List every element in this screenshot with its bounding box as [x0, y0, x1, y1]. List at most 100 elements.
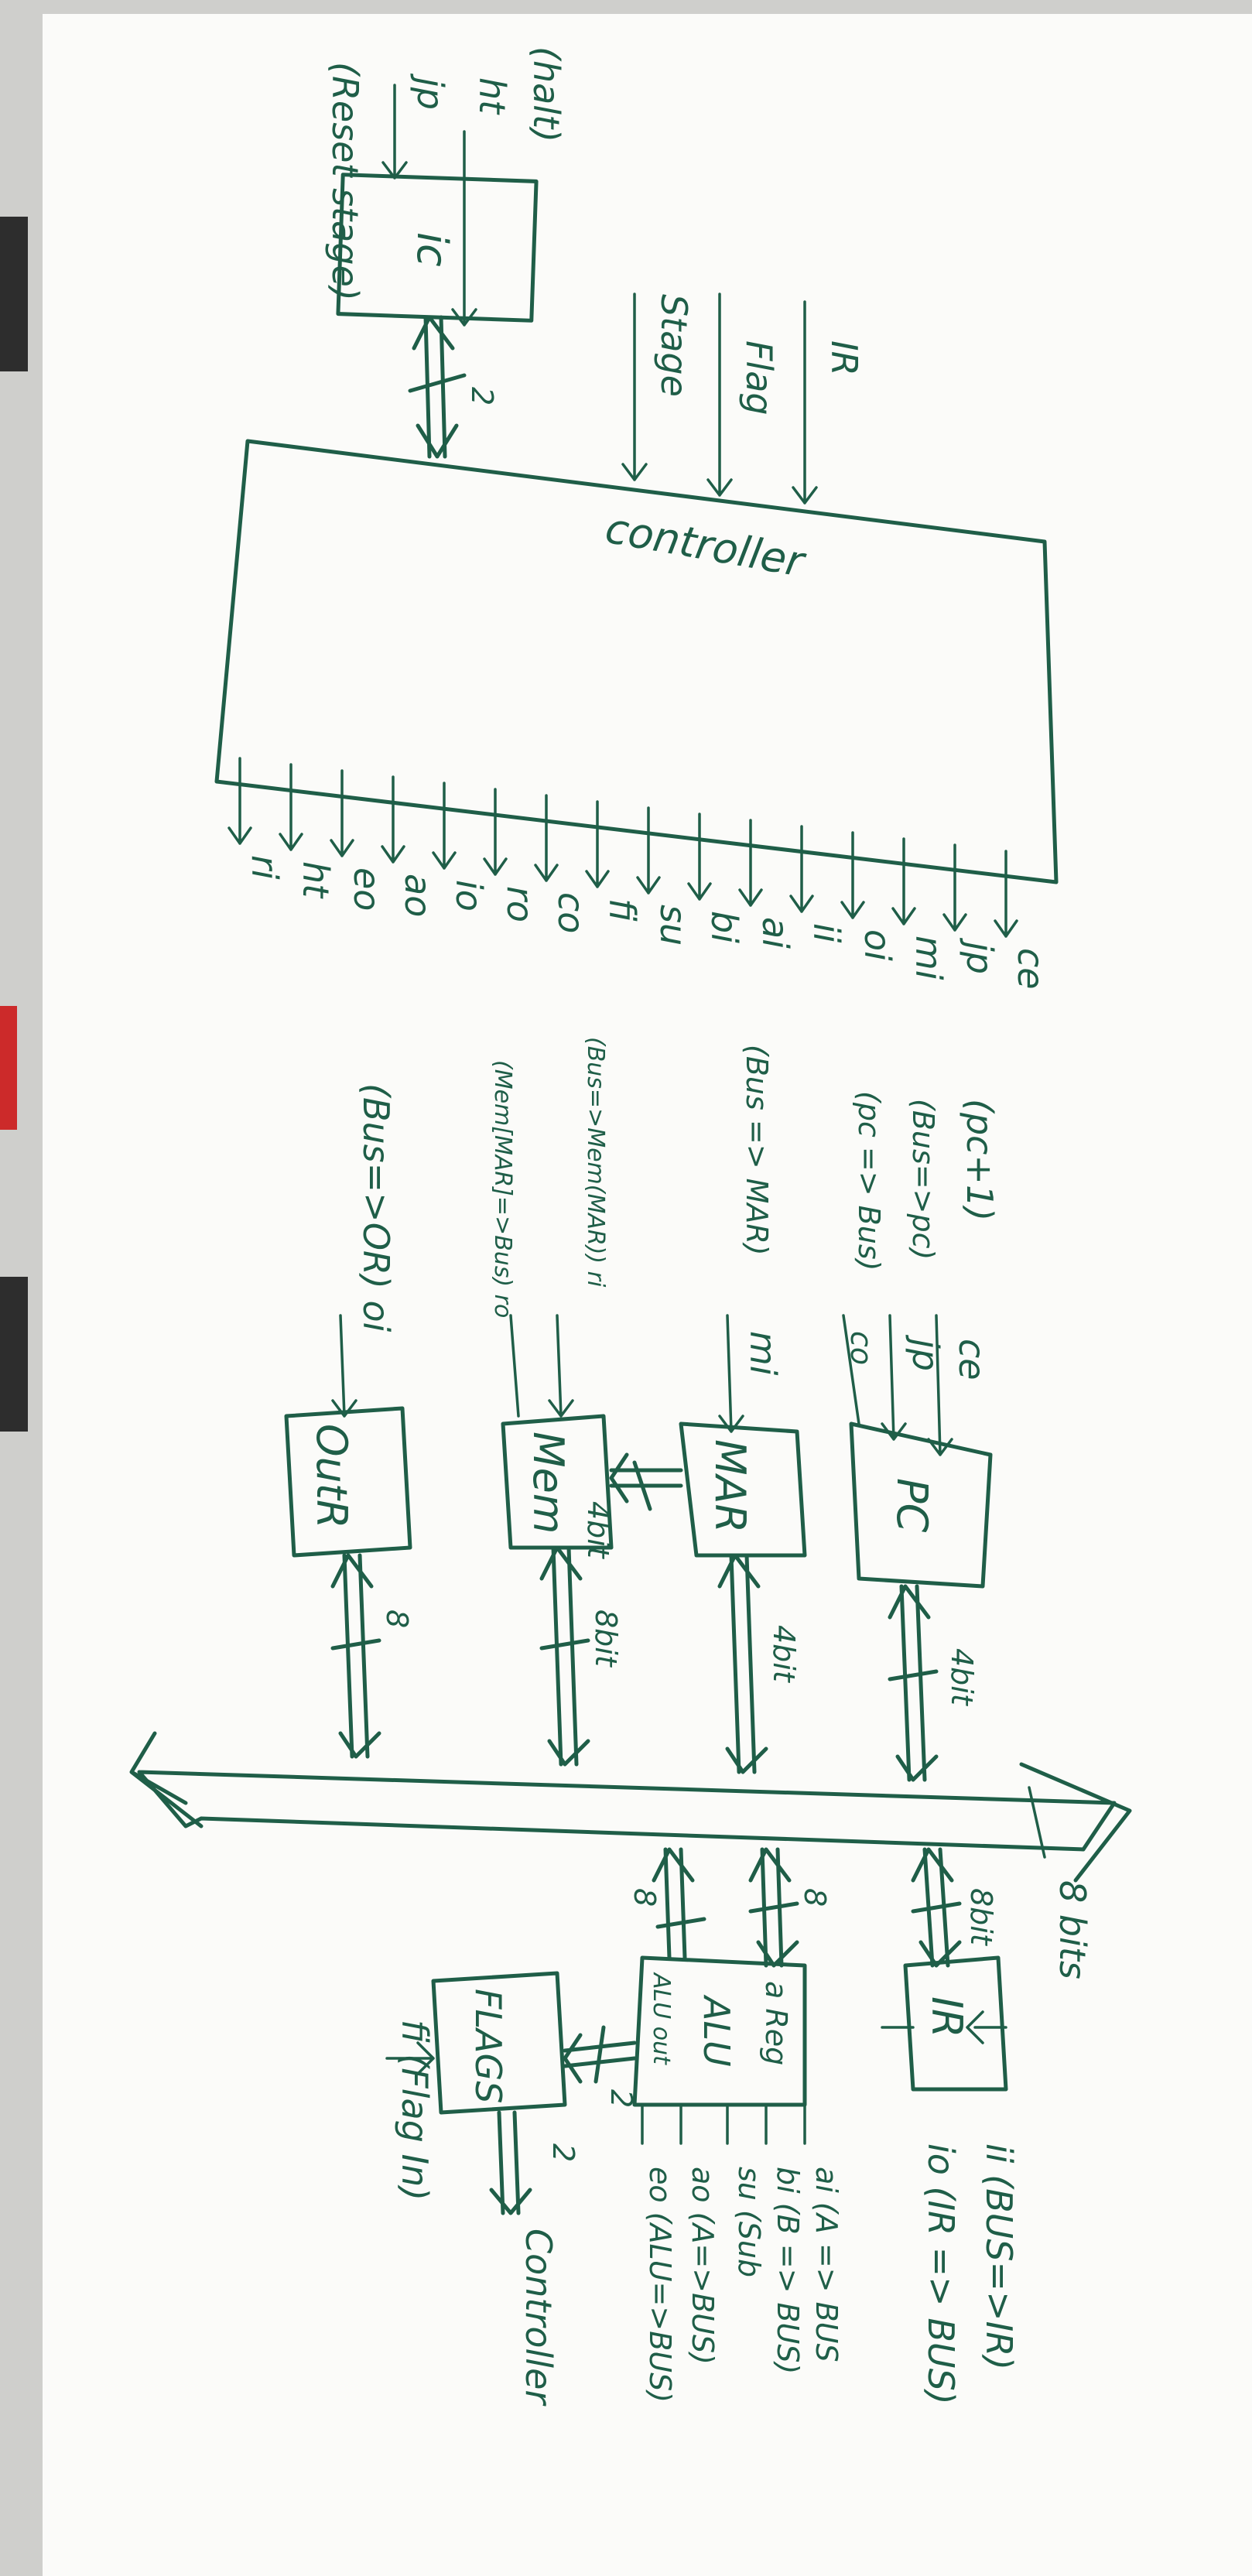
control-output-ht: ht — [295, 861, 337, 899]
annotations: (pc+1) (Bus=>pc) (pc => Bus) (Bus => MAR… — [355, 1037, 1020, 2405]
outr-bus-link — [330, 1553, 381, 1759]
ir-control-arrows — [881, 2010, 1007, 2044]
alu-control-ao: ao (A=>BUS) — [686, 2167, 720, 2365]
pc-input-ce-label: ce — [951, 1339, 993, 1380]
alu-top-label: a Reg — [759, 1981, 793, 2065]
ic-input-ht: ht — [471, 77, 513, 115]
pc-bus-width: 4bit — [945, 1648, 979, 1707]
bus-width-tick — [1028, 1786, 1046, 1859]
outr-bus-width: 8 — [380, 1610, 414, 1628]
control-output-su-arrow — [636, 806, 661, 895]
mar-label: MAR — [706, 1439, 754, 1533]
mar-bus-link — [717, 1553, 768, 1774]
annotation-bus-to-mem: (Bus=>Mem(MAR)) ri — [582, 1037, 609, 1288]
control-output-ai: ai — [754, 917, 796, 949]
ir-label: IR — [922, 1996, 971, 2037]
ir-control-io: io (IR => BUS) — [920, 2143, 962, 2405]
flags-block — [431, 1971, 567, 2115]
mem-input-ri — [548, 1314, 574, 1418]
control-output-ao-arrow — [381, 775, 405, 864]
control-output-ro-arrow — [483, 788, 508, 876]
alu-areg-width: 8 — [798, 1888, 832, 1907]
pc-input-co — [842, 1314, 860, 1425]
pc-bus-link — [888, 1584, 939, 1782]
outr-block — [284, 1406, 412, 1558]
control-output-ro: ro — [499, 886, 541, 922]
controller-input-stage: Stage — [653, 294, 695, 397]
mar-bus-width: 4bit — [767, 1625, 801, 1684]
ic-controller-bus — [408, 315, 467, 459]
control-output-ri: ri — [244, 855, 286, 880]
control-output-io: io — [448, 880, 490, 912]
alu-control-bi: bi (B => BUS) — [771, 2167, 805, 2374]
alu-out-width: 8 — [628, 1888, 662, 1907]
outr-label: OutR — [307, 1424, 356, 1528]
control-output-ai-arrow — [738, 819, 763, 907]
alu-to-flags-link — [563, 2025, 637, 2084]
alu-out-bus-link — [652, 1847, 706, 1960]
controller-input-stage-arrow — [621, 292, 648, 481]
bus-left-end — [129, 1731, 204, 1829]
controller-block — [214, 439, 1059, 884]
control-output-ii: ii — [806, 923, 847, 943]
alu-label: ALU — [696, 1994, 737, 2067]
control-output-ao: ao — [397, 874, 439, 917]
control-output-ht-arrow — [279, 763, 303, 851]
control-output-eo: eo — [346, 867, 388, 911]
ic-input-halt-note: (halt) — [525, 46, 567, 142]
control-output-io-arrow — [432, 782, 457, 870]
main-bus: 8 bits — [129, 1731, 1132, 1979]
annotation-pc-to-bus: (pc => Bus) — [852, 1091, 886, 1271]
ic-input-reset-note: (Reset stage) — [324, 62, 366, 301]
control-output-eo-arrow — [330, 769, 354, 857]
ic-label: ic — [408, 232, 457, 267]
red-marker — [0, 1006, 17, 1130]
ic-input-arrows — [381, 84, 477, 327]
flags-to-controller-link — [489, 2110, 532, 2215]
ir-bus-width: 8bit — [964, 1888, 998, 1947]
mem-label: Mem — [524, 1432, 573, 1534]
control-output-ce: ce — [1010, 948, 1052, 990]
ic-bus-width: 2 — [465, 387, 499, 405]
control-output-su: su — [652, 905, 694, 946]
alu-control-arrows — [641, 2103, 806, 2145]
control-output-co-arrow — [534, 794, 559, 882]
control-output-ri-arrow — [227, 757, 252, 845]
control-output-fi-arrow — [585, 800, 610, 888]
annotation-bus-to-pc: (Bus=>pc) — [906, 1099, 940, 1260]
control-output-fi: fi — [601, 898, 643, 922]
control-output-jp: jp — [959, 937, 1001, 974]
control-output-oi: oi — [857, 929, 898, 961]
alu-areg-bus-link — [748, 1847, 799, 1968]
alu-control-su: su (Sub — [732, 2167, 766, 2277]
controller-input-ir-arrow — [792, 300, 818, 505]
control-output-bi: bi — [703, 911, 745, 943]
control-output-mi-arrow — [891, 837, 916, 925]
mem-bus-width: 8bit — [589, 1610, 623, 1668]
annotation-mem-to-bus: (Mem[MAR]=>Bus) ro — [489, 1060, 516, 1318]
flags-out-width: 2 — [546, 2143, 580, 2162]
pc-input-co-label: co — [844, 1331, 878, 1365]
mar-input-mi — [718, 1314, 744, 1433]
control-output-mi: mi — [908, 936, 949, 980]
pc-input-ce — [927, 1314, 953, 1456]
mar-block — [679, 1421, 807, 1558]
whiteboard-surface — [43, 14, 1252, 2576]
mar-to-mem-link — [609, 1452, 683, 1511]
control-output-oi-arrow — [840, 831, 865, 919]
control-output-ce-arrow — [994, 850, 1018, 938]
controller-input-flag-arrow — [706, 292, 733, 497]
flags-in-width: 2 — [604, 2089, 638, 2108]
pc-label: PC — [888, 1478, 936, 1533]
mem-block — [501, 1414, 614, 1550]
alu-control-ai: ai (A => BUS — [809, 2167, 843, 2362]
mem-input-ro — [509, 1314, 520, 1418]
flags-label: FLAGS — [467, 1989, 509, 2103]
control-output-jp-arrow — [942, 843, 967, 932]
ic-input-jp: jp — [409, 73, 451, 110]
mar-input-mi-label: mi — [742, 1331, 784, 1376]
flags-input-label: fi (Flag In) — [394, 2020, 436, 2201]
annotation-bus-to-mar: (Bus => MAR) — [740, 1045, 774, 1256]
